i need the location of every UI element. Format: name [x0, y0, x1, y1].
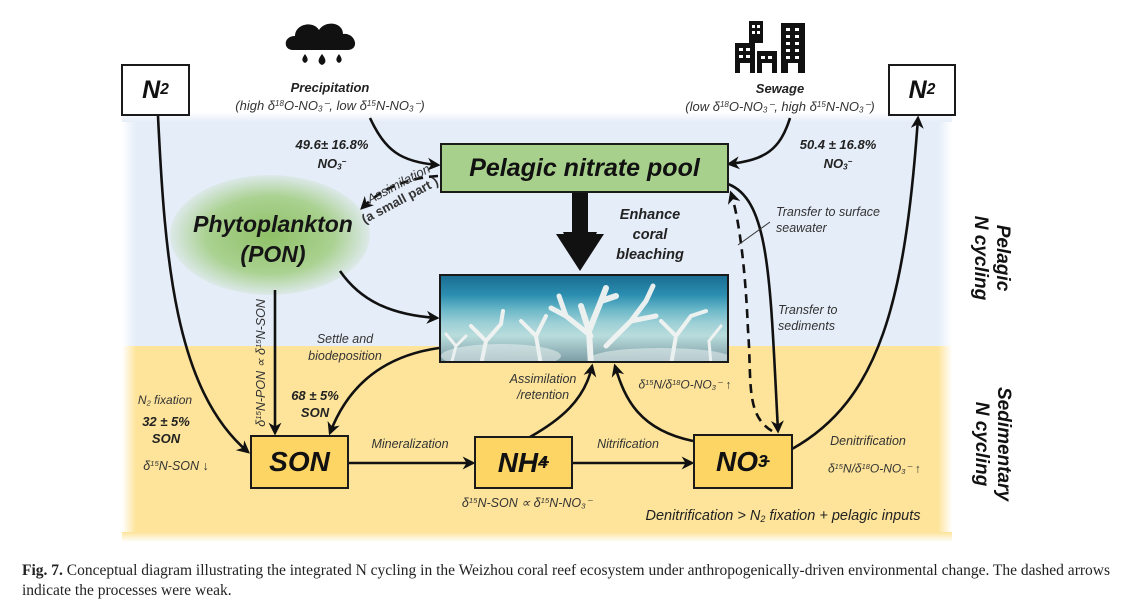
- sewage-contribution-unit: NO3−: [823, 156, 853, 172]
- fixation-contribution-value: 32 ± 5%: [142, 414, 190, 429]
- arrow-denitrification: [791, 115, 924, 451]
- sedimentary-zone-title: Sedimentary N cycling: [970, 364, 1014, 524]
- fixation-contribution: 32 ± 5% SON: [136, 413, 196, 447]
- nh4-relation-label: δ15N-SON ∝ δ15N-NO3⁻: [461, 495, 593, 511]
- transfer-surface-line1: Transfer to surface: [776, 205, 880, 219]
- sedimentary-zone-title-line1: Sedimentary: [993, 386, 1014, 502]
- sewage-title: Sewage: [755, 81, 805, 96]
- sedimentary-zone-title-line2: N cycling: [971, 401, 992, 487]
- fixation-contribution-unit: SON: [151, 431, 181, 446]
- settle-contribution-value: 68 ± 5%: [291, 388, 339, 403]
- arrow-no3-to-coral: [611, 363, 694, 443]
- precipitation-contribution-unit: NO3−: [317, 156, 347, 172]
- city-buildings-icon: [735, 21, 805, 73]
- settle-line2: biodeposition: [308, 349, 382, 363]
- enhance-bleaching-line1: Enhance: [619, 207, 681, 223]
- pon-son-relation-label: δ15N-PON ∝ δ15N-SON: [253, 299, 268, 427]
- pelagic-zone-title: Pelagic N cycling: [969, 203, 1013, 313]
- assimilation-retention-label: Assimilation /retention: [498, 371, 588, 403]
- n2-left-label: N: [142, 75, 161, 104]
- son-label: SON: [269, 446, 330, 477]
- phytoplankton-blob: [170, 175, 370, 295]
- transfer-sediments-label: Transfer to sediments: [778, 302, 838, 334]
- arrow-assimilation-weak: [360, 174, 439, 210]
- arrow-n2-fixation: [156, 115, 250, 454]
- balance-statement: Denitrification > N2 fixation + pelagic …: [645, 508, 921, 524]
- n2-right-subscript: 2: [926, 81, 936, 98]
- pelagic-zone-title-line2: N cycling: [970, 215, 991, 301]
- figure-label: Fig. 7.: [22, 562, 63, 579]
- phytoplankton-node: Phytoplankton (PON): [178, 209, 368, 269]
- transfer-surface-label: Transfer to surface seawater: [776, 204, 880, 236]
- no3-label: NO: [716, 445, 758, 477]
- arrow-transfer-to-surface-weak: [727, 190, 773, 433]
- no3-isotope-up-label: δ15N/δ18O-NO3⁻ ↑: [638, 377, 732, 393]
- sewage-contribution: 50.4 ± 16.8% NO3−: [783, 136, 893, 176]
- coral-branches-graphic: [441, 283, 727, 361]
- settle-contribution-unit: SON: [300, 405, 330, 420]
- n2-right-label: N: [908, 75, 927, 104]
- enhance-bleaching-line2: coral: [632, 227, 668, 243]
- precipitation-contribution: 49.6± 16.8% NO3−: [277, 136, 387, 176]
- transfer-sediments-line2: sediments: [778, 319, 835, 333]
- transfer-sediments-line1: Transfer to: [778, 303, 838, 317]
- n2-left-subscript: 2: [160, 81, 169, 98]
- arrow-assimilation-retention: [529, 363, 597, 439]
- assimilation-retention-line2: /retention: [516, 388, 570, 402]
- rain-cloud-icon: [285, 23, 356, 65]
- figure-caption-text: Conceptual diagram illustrating the inte…: [22, 562, 1110, 599]
- settle-line1: Settle and: [316, 332, 374, 346]
- no3-subscript: 3: [758, 451, 768, 471]
- mineralization-label: Mineralization: [371, 437, 449, 451]
- nh4-label: NH: [497, 446, 539, 478]
- arrow-sewage-input: [726, 117, 792, 170]
- arrow-phyto-to-coral: [338, 270, 440, 324]
- arrows-layer: [156, 115, 924, 470]
- arrow-precipitation-input: [368, 117, 441, 171]
- nh4-superscript: +: [539, 452, 550, 472]
- precipitation-title: Precipitation: [290, 80, 370, 95]
- sewage-contribution-value: 50.4 ± 16.8%: [799, 137, 877, 152]
- arrow-coral-to-son: [327, 346, 440, 436]
- figure-caption: Fig. 7. Conceptual diagram illustrating …: [22, 561, 1114, 601]
- phytoplankton-label: Phytoplankton: [193, 211, 353, 237]
- arrow-transfer-to-sediments: [727, 182, 784, 434]
- precipitation-detail: (high δ18O-NO3⁻, low δ15N-NO3⁻): [235, 98, 425, 114]
- leader-line-transfer-surface: [737, 221, 771, 246]
- son-isotope-label: δ15N-SON ↓: [143, 458, 209, 473]
- denitrification-isotope-label: δ15N/δ18O-NO3⁻ ↑: [827, 461, 922, 477]
- phytoplankton-sublabel: (PON): [240, 241, 306, 267]
- pelagic-nitrate-pool-label: Pelagic nitrate pool: [469, 153, 700, 182]
- sewage-detail: (low δ18O-NO3⁻, high δ15N-NO3⁻): [685, 99, 875, 115]
- pelagic-zone-title-line1: Pelagic: [992, 224, 1013, 292]
- nh4-subscript: 4: [538, 452, 548, 472]
- pelagic-nitrate-pool-box: Pelagic nitrate pool: [440, 143, 729, 193]
- no3-superscript: −: [759, 451, 770, 471]
- settle-biodeposition-label: Settle and biodeposition: [290, 331, 400, 365]
- enhance-bleaching-label: Enhance coral bleaching: [610, 205, 690, 265]
- assimilation-retention-line1: Assimilation: [509, 372, 577, 386]
- bleached-coral-photo: [439, 274, 729, 363]
- precipitation-contribution-value: 49.6± 16.8%: [295, 137, 369, 152]
- n2-fixation-label: N2 fixation: [137, 393, 193, 408]
- settle-contribution: 68 ± 5% SON: [285, 387, 345, 421]
- enhance-bleaching-line3: bleaching: [616, 247, 684, 263]
- nitrification-label: Nitrification: [597, 437, 659, 451]
- transfer-surface-line2: seawater: [776, 221, 827, 235]
- son-box: SON: [250, 435, 349, 489]
- denitrification-label: Denitrification: [830, 434, 906, 448]
